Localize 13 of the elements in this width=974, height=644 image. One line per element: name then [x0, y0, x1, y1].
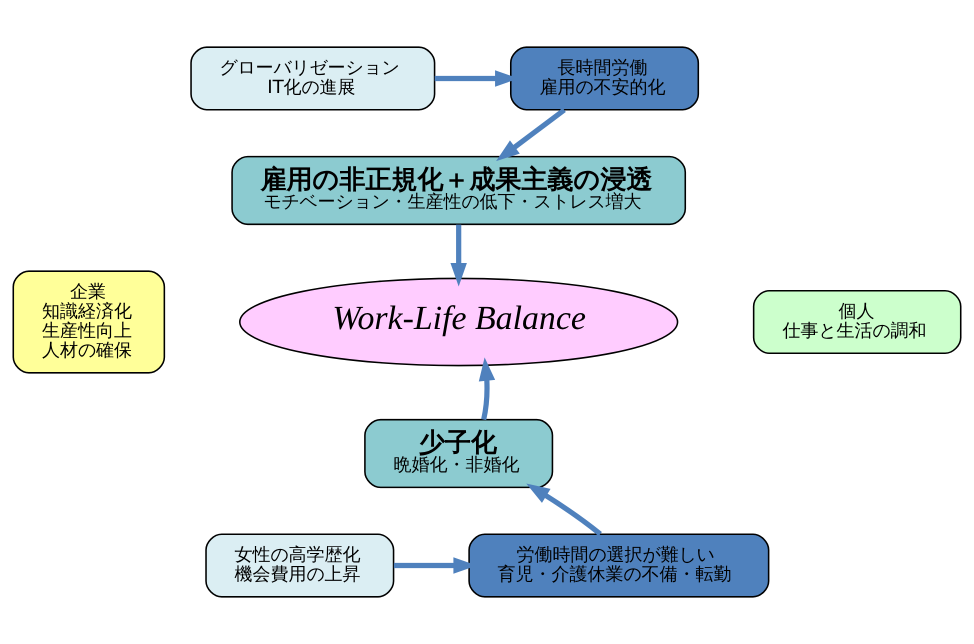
arrow [526, 484, 602, 536]
node-box: グローバリゼーション IT化の進展 [190, 46, 436, 110]
node-box: 労働時間の選択が難しい 育児・介護休業の不備・転勤 [468, 534, 770, 598]
arrow [450, 224, 467, 286]
node-box: 企業 知識経済化 生産性向上 人材の確保 [12, 270, 166, 374]
node-box: 少子化 晩婚化・非婚化 [364, 418, 554, 488]
arrow [478, 357, 496, 420]
node-box: 女性の高学歴化 機会費用の上昇 [205, 534, 394, 598]
arrow [496, 108, 566, 162]
node-box: 長時間労働 雇用の不安的化 [510, 46, 700, 110]
node-box: 個人 仕事と生活の調和 [752, 290, 962, 354]
node-box: 雇用の非正規化＋成果主義の浸透 モチベーション・生産性の低下・ストレス増大 [231, 156, 686, 226]
node-ellipse: Work-Life Balance [239, 278, 678, 366]
